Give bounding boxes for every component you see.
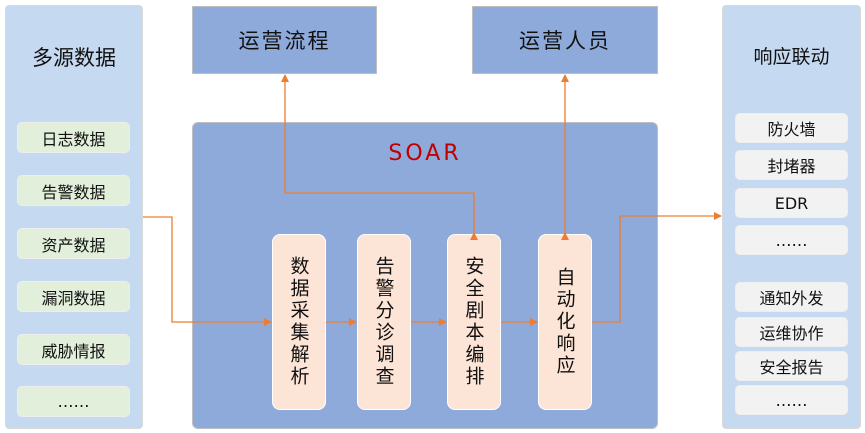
response-item: EDR bbox=[735, 188, 848, 218]
response-item: 安全报告 bbox=[735, 351, 848, 381]
multi-source-data-title: 多源数据 bbox=[32, 46, 116, 70]
step-data-collection: 数据采集解析 bbox=[272, 234, 326, 410]
source-item: 威胁情报 bbox=[17, 334, 130, 365]
response-item: 封堵器 bbox=[735, 150, 848, 180]
arrow-playbook-to-process bbox=[281, 74, 478, 240]
response-linkage-title: 响应联动 bbox=[753, 46, 830, 68]
step-automated-response: 自动化响应 bbox=[538, 234, 592, 410]
response-item: 通知外发 bbox=[735, 282, 848, 312]
source-item: …… bbox=[17, 386, 130, 417]
response-item: …… bbox=[735, 385, 848, 415]
response-item: …… bbox=[735, 225, 848, 255]
operation-people-box: 运营人员 bbox=[472, 6, 658, 74]
source-item: 资产数据 bbox=[17, 228, 130, 259]
arrow-response-to-linkage bbox=[592, 212, 722, 323]
step-playbook-orchestration: 安全剧本编排 bbox=[447, 234, 501, 410]
source-item: 日志数据 bbox=[17, 122, 130, 153]
response-item: 防火墙 bbox=[735, 113, 848, 143]
response-item: 运维协作 bbox=[735, 317, 848, 347]
operation-process-box: 运营流程 bbox=[192, 6, 377, 74]
source-item: 告警数据 bbox=[17, 175, 130, 206]
arrow-sources-to-collection bbox=[143, 216, 272, 326]
source-item: 漏洞数据 bbox=[17, 281, 130, 312]
